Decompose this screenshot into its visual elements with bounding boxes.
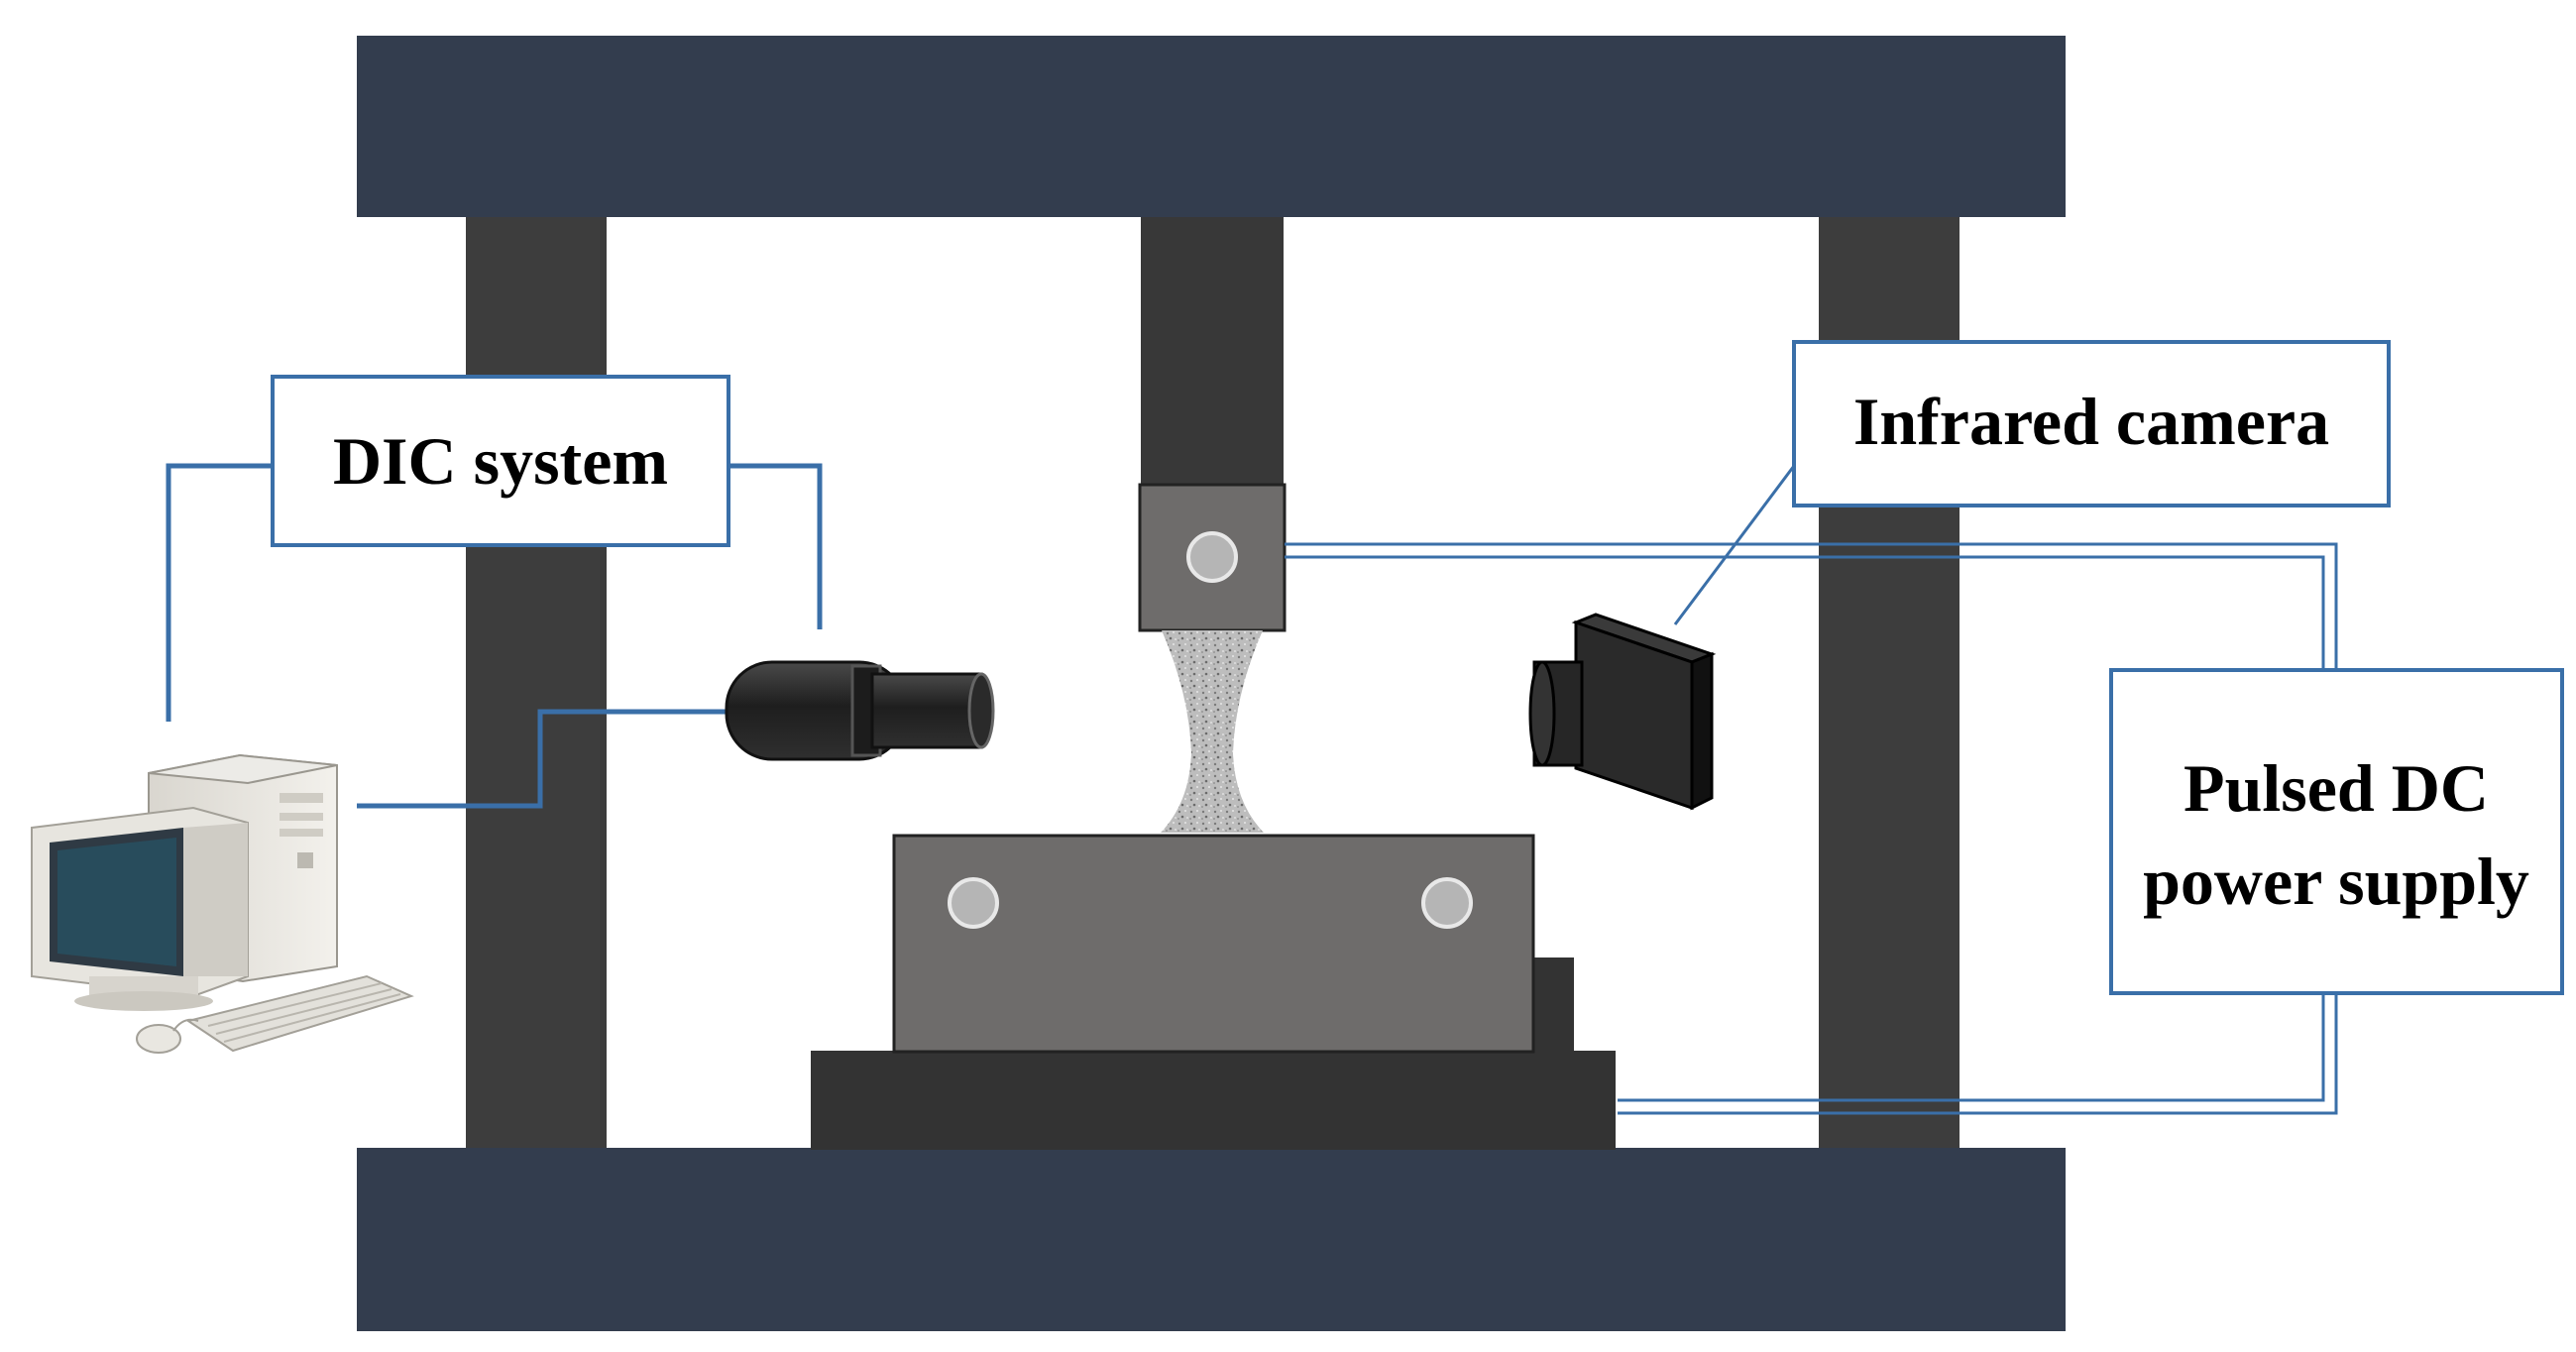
lower-grip-pin-left	[948, 877, 999, 929]
dic-camera-icon	[725, 660, 995, 761]
top-crosshead	[357, 36, 2066, 217]
left-column	[466, 198, 607, 1160]
bottom-crosshead	[357, 1148, 2066, 1331]
infrared-camera-icon	[1528, 613, 1717, 811]
lower-grip-pin-right	[1421, 877, 1473, 929]
dic-connector-lines	[166, 463, 823, 809]
infrared-camera-label-box: Infrared camera	[1792, 340, 2391, 507]
dic-system-label-box: DIC system	[271, 375, 730, 547]
power-supply-label-box: Pulsed DC power supply	[2109, 668, 2564, 995]
lower-grip-block	[892, 834, 1535, 1054]
upper-grip-rod	[1141, 217, 1284, 490]
power-supply-wires	[1285, 542, 2338, 1115]
computer-icon	[31, 753, 414, 1054]
power-supply-label-line2: power supply	[2143, 844, 2529, 919]
infrared-camera-label: Infrared camera	[1853, 384, 2329, 459]
specimen	[1161, 630, 1264, 833]
lower-base	[811, 1051, 1616, 1150]
power-supply-label-line1: Pulsed DC	[2184, 750, 2489, 826]
upper-grip-pin	[1186, 531, 1238, 583]
infrared-camera-pointer	[1673, 465, 1796, 625]
dic-system-label: DIC system	[333, 423, 668, 499]
